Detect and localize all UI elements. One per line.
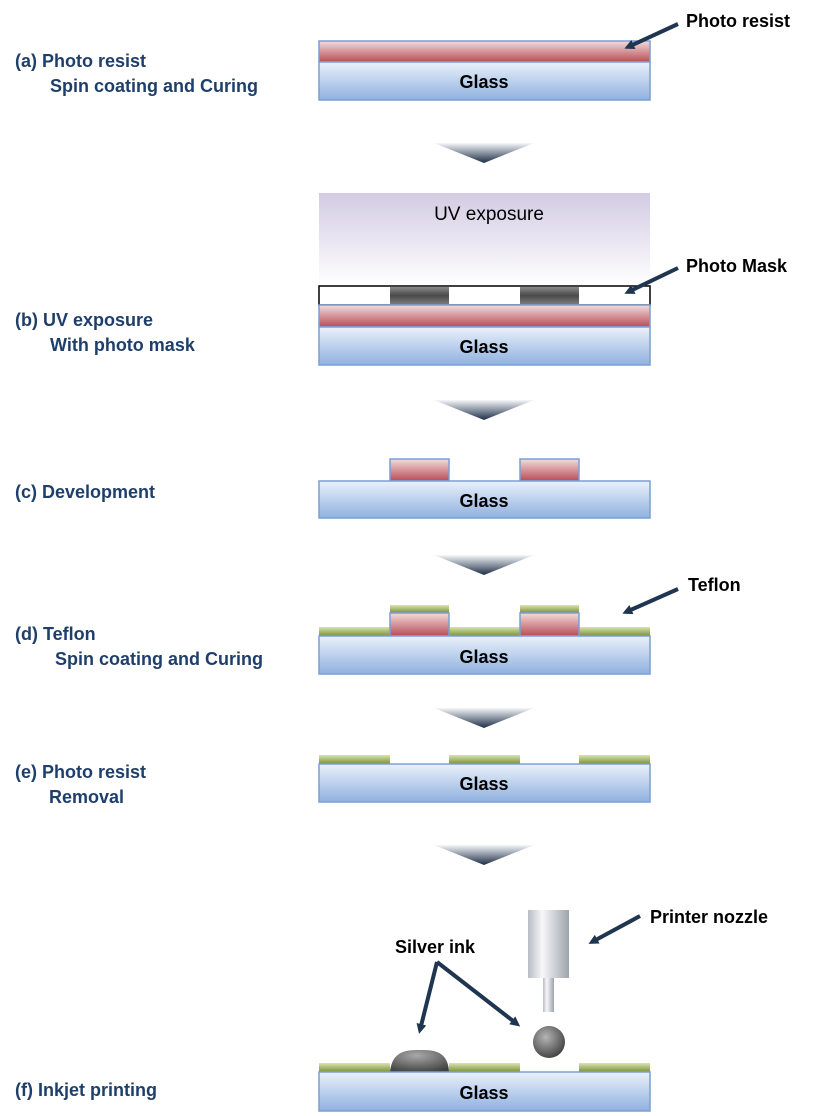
glass-label: Glass xyxy=(459,491,508,511)
teflon-layer xyxy=(579,1063,650,1072)
flow-arrow xyxy=(434,143,534,163)
step-f-label: (f) Inkjet printing xyxy=(15,1080,157,1100)
teflon-layer xyxy=(319,627,650,636)
resist-pattern xyxy=(519,612,580,637)
silver-ink-pointer xyxy=(416,961,439,1034)
resist-pattern xyxy=(389,458,450,482)
step-d-sublabel: Spin coating and Curing xyxy=(55,649,263,669)
step-b-label: (b) UV exposure xyxy=(15,310,153,330)
mask-block xyxy=(390,287,449,304)
silver-ink-pointer xyxy=(435,960,521,1027)
printer-nozzle-callout: Printer nozzle xyxy=(650,907,768,927)
teflon-callout: Teflon xyxy=(688,575,741,595)
glass-label: Glass xyxy=(459,337,508,357)
teflon-layer xyxy=(319,755,390,764)
step-f-stack: Glass xyxy=(318,910,651,1112)
step-e-sublabel: Removal xyxy=(49,787,124,807)
glass-substrate xyxy=(318,480,651,519)
photo-resist-layer xyxy=(318,40,651,63)
glass-substrate xyxy=(318,61,651,101)
glass-label: Glass xyxy=(459,1083,508,1103)
flow-arrow xyxy=(434,400,534,420)
photo-resist-layer xyxy=(318,304,651,328)
step-b-sublabel: With photo mask xyxy=(50,335,196,355)
teflon-pointer xyxy=(622,587,679,615)
step-c-label: (c) Development xyxy=(15,482,155,502)
step-c-stack: Glass xyxy=(318,458,651,519)
teflon-layer xyxy=(390,605,449,613)
teflon-layer xyxy=(449,755,520,764)
step-b-stack: UV exposure Glass xyxy=(318,193,651,366)
photo-mask xyxy=(318,285,651,306)
glass-substrate xyxy=(318,635,651,675)
mask-block xyxy=(520,287,579,304)
glass-label: Glass xyxy=(459,774,508,794)
uv-exposure-region xyxy=(319,193,650,286)
photo-resist-pointer xyxy=(624,22,679,50)
silver-ink-droplet xyxy=(533,1026,565,1058)
nozzle-tip xyxy=(543,978,554,1012)
photo-mask-callout: Photo Mask xyxy=(686,256,788,276)
flow-arrow xyxy=(434,845,534,865)
glass-substrate xyxy=(318,763,651,803)
teflon-layer xyxy=(319,1063,390,1072)
step-d-stack: Glass xyxy=(318,605,651,675)
teflon-layer xyxy=(520,605,579,613)
teflon-layer xyxy=(579,755,650,764)
printer-nozzle-pointer xyxy=(588,914,641,944)
resist-pattern xyxy=(519,458,580,482)
photo-resist-callout: Photo resist xyxy=(686,11,790,31)
teflon-layer xyxy=(449,1063,520,1072)
step-e-stack: Glass xyxy=(318,755,651,803)
flow-arrow xyxy=(434,555,534,575)
flow-arrow xyxy=(434,708,534,728)
step-a-sublabel: Spin coating and Curing xyxy=(50,76,258,96)
glass-substrate xyxy=(318,1071,651,1112)
glass-label: Glass xyxy=(459,72,508,92)
step-e-label: (e) Photo resist xyxy=(15,762,146,782)
photo-mask-pointer xyxy=(624,266,679,294)
uv-exposure-label: UV exposure xyxy=(434,204,544,225)
silver-ink-deposit xyxy=(390,1050,449,1072)
printer-nozzle xyxy=(528,910,569,978)
glass-substrate xyxy=(318,326,651,366)
step-d-label: (d) Teflon xyxy=(15,624,96,644)
resist-pattern xyxy=(389,612,450,637)
step-labels: (a) Photo resist Spin coating and Curing… xyxy=(15,51,263,1100)
silver-ink-callout: Silver ink xyxy=(395,937,476,957)
glass-label: Glass xyxy=(459,647,508,667)
step-a-label: (a) Photo resist xyxy=(15,51,146,71)
step-a-stack: Glass xyxy=(318,40,651,101)
